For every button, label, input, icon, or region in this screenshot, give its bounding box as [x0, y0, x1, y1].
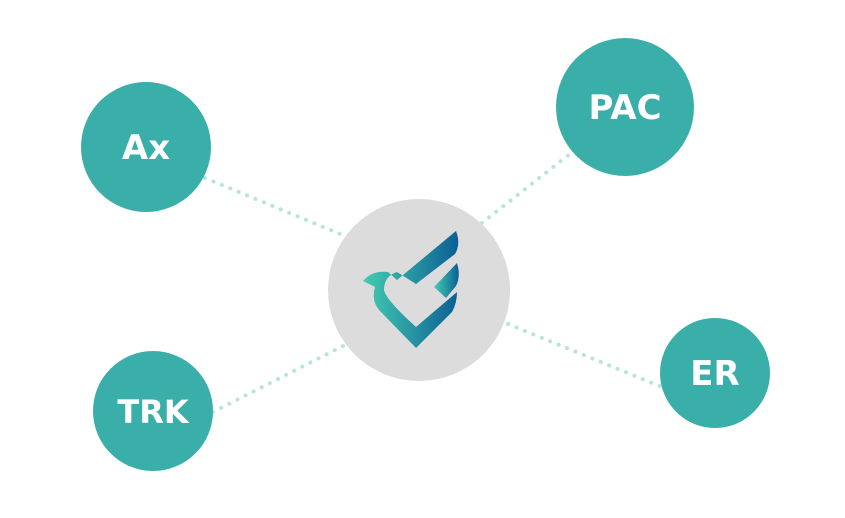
- node-er[interactable]: ER: [660, 318, 770, 428]
- link-er: [506, 322, 664, 389]
- node-ax-label: Ax: [122, 128, 170, 168]
- node-pac[interactable]: PAC: [556, 38, 694, 176]
- node-ax[interactable]: Ax: [81, 82, 211, 212]
- node-trk-label: TRK: [117, 393, 189, 431]
- heart-check-wing-logo-icon: [363, 231, 459, 348]
- link-ax: [203, 176, 347, 238]
- node-pac-label: PAC: [588, 88, 661, 128]
- link-pac: [476, 148, 577, 228]
- node-trk[interactable]: TRK: [93, 351, 213, 471]
- link-trk: [211, 344, 345, 414]
- node-er-label: ER: [690, 354, 739, 394]
- hub-node: [328, 199, 510, 381]
